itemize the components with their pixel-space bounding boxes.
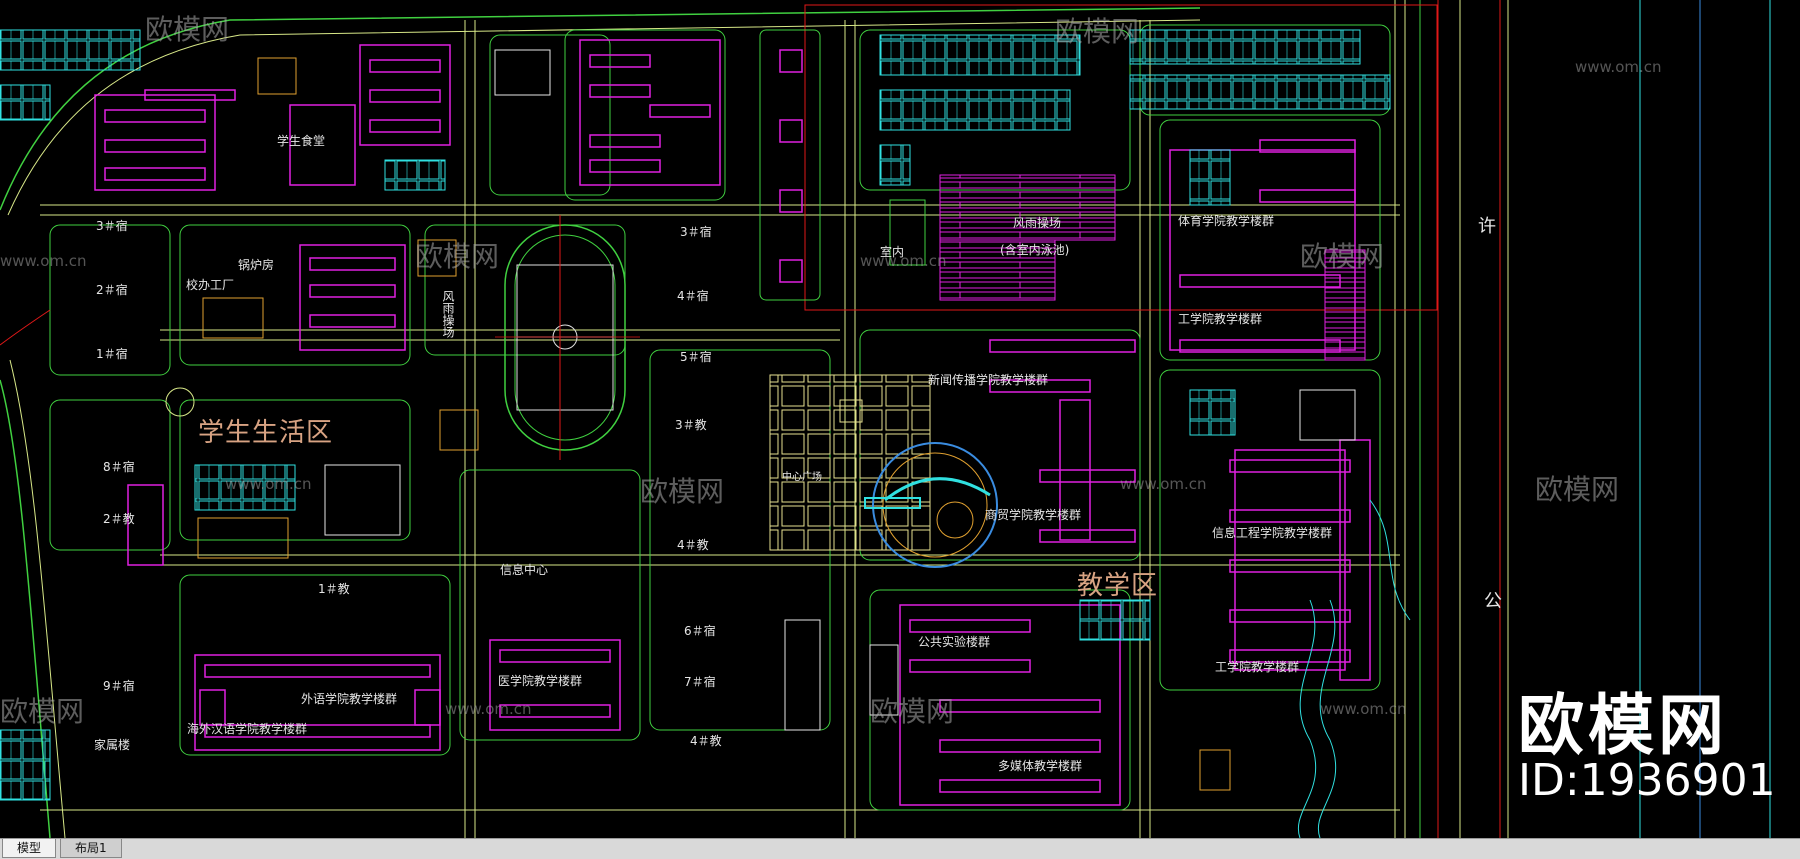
watermark-url: www.om.cn — [225, 475, 312, 493]
label-teach3: 3＃教 — [675, 418, 707, 432]
label-factory: 校办工厂 — [186, 278, 235, 292]
watermark-url: www.om.cn — [1575, 58, 1662, 76]
zone-teaching-label: 教学区 — [1077, 571, 1159, 601]
label-teach4b: 4＃教 — [690, 734, 722, 748]
label-media-college: 新闻传播学院教学楼群 — [928, 373, 1049, 387]
track-field — [495, 215, 640, 460]
watermark: 欧模网 — [1535, 473, 1620, 506]
label-dorm9: 9＃宿 — [103, 679, 135, 693]
label-dorm7: 7＃宿 — [684, 675, 716, 689]
label-wind-rain-v: 风雨操场 — [441, 290, 455, 338]
label-sports-college: 体育学院教学楼群 — [1178, 214, 1275, 228]
label-dorm8: 8＃宿 — [103, 460, 135, 474]
watermark-url: www.om.cn — [1120, 475, 1207, 493]
label-info-eng: 信息工程学院教学楼群 — [1212, 526, 1333, 540]
label-indoor: 室内 — [880, 245, 905, 259]
label-teach1: 1＃教 — [318, 582, 350, 596]
label-pool: (含室内泳池) — [1000, 243, 1070, 257]
zone-student-label: 学生生活区 — [198, 418, 334, 448]
brand-logo-text: 欧模网 — [1518, 687, 1728, 764]
campus-site-plan — [0, 0, 1771, 838]
label-dorm2: 2＃宿 — [96, 283, 128, 297]
label-family: 家属楼 — [94, 738, 131, 752]
brand-id: ID:1936901 — [1518, 755, 1776, 806]
label-dorm6: 6＃宿 — [684, 624, 716, 638]
watermark: 欧模网 — [415, 240, 500, 273]
label-wind-rain: 风雨操场 — [1013, 216, 1062, 230]
watermark: 欧模网 — [0, 695, 85, 728]
cad-drawing-canvas[interactable]: 3＃宿 2＃宿 1＃宿 8＃宿 9＃宿 2＃教 1＃教 3＃宿 4＃宿 5＃宿 … — [0, 0, 1800, 838]
watermark-url: www.om.cn — [1320, 700, 1407, 718]
label-engineering-college: 工学院教学楼群 — [1178, 312, 1263, 326]
label-dorm3b: 3＃宿 — [680, 225, 712, 239]
watermark: 欧模网 — [640, 475, 725, 508]
label-public-lab: 公共实验楼群 — [918, 635, 991, 649]
watermark: 欧模网 — [1300, 240, 1385, 273]
label-dorm5: 5＃宿 — [680, 350, 712, 364]
watermark-url: www.om.cn — [445, 700, 532, 718]
label-plaza: 中心广场 — [782, 472, 822, 483]
watermark: 欧模网 — [870, 695, 955, 728]
label-dorm4: 4＃宿 — [677, 289, 709, 303]
label-teach4: 4＃教 — [677, 538, 709, 552]
label-foreign: 外语学院教学楼群 — [301, 692, 398, 706]
label-multimedia: 多媒体教学楼群 — [998, 759, 1083, 773]
watermark-url: www.om.cn — [0, 252, 87, 270]
label-teach2: 2＃教 — [103, 512, 135, 526]
watermark: 欧模网 — [145, 13, 230, 46]
label-info-center: 信息中心 — [500, 563, 549, 577]
layout-tab-bar: 模型 布局1 — [0, 838, 1800, 859]
tab-layout1[interactable]: 布局1 — [60, 839, 122, 858]
watermark-url: www.om.cn — [860, 252, 947, 270]
tab-model[interactable]: 模型 — [2, 839, 57, 858]
label-road-gong: 公 — [1484, 591, 1502, 612]
label-engineering: 工学院教学楼群 — [1215, 660, 1300, 674]
label-canteen: 学生食堂 — [277, 134, 326, 148]
label-road-xu: 许 — [1478, 216, 1496, 237]
label-overseas: 海外汉语学院教学楼群 — [187, 722, 308, 736]
label-medical: 医学院教学楼群 — [498, 674, 583, 688]
label-boiler: 锅炉房 — [238, 258, 275, 272]
label-dorm3: 3＃宿 — [96, 219, 128, 233]
watermark: 欧模网 — [1055, 15, 1140, 48]
label-business: 商贸学院教学楼群 — [985, 508, 1082, 522]
label-dorm1: 1＃宿 — [96, 347, 128, 361]
